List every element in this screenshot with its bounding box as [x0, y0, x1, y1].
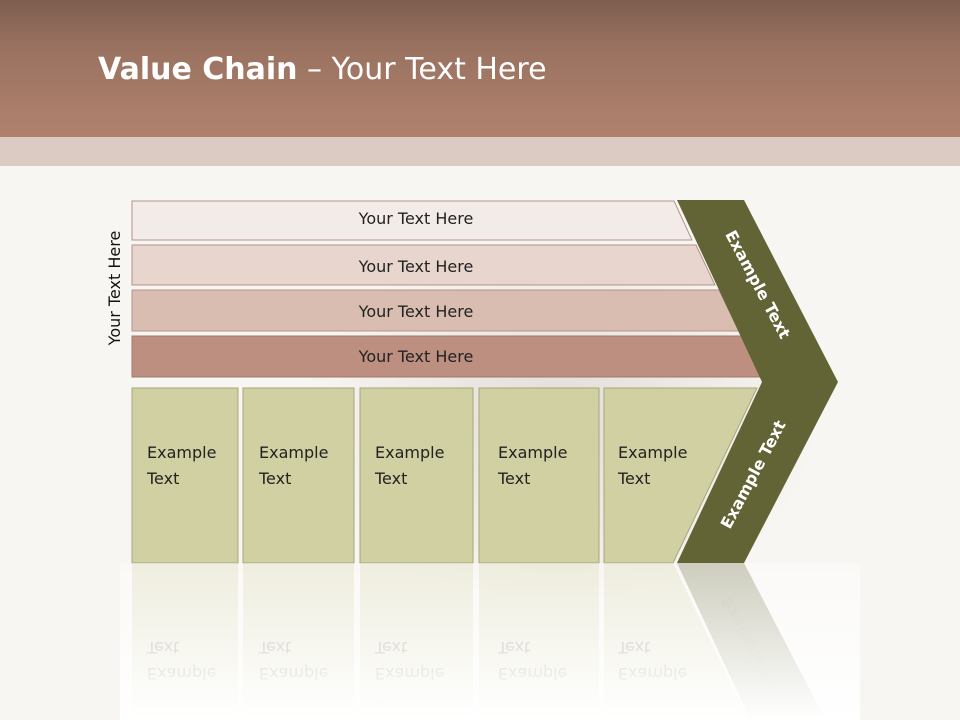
title-bold: Value Chain — [98, 52, 298, 87]
header-bar — [0, 0, 960, 137]
support-row-label: Your Text Here — [358, 257, 474, 276]
primary-box-line2: Text — [497, 469, 530, 488]
support-row-label: Your Text Here — [358, 302, 474, 321]
support-row: Your Text Here — [131, 289, 740, 332]
primary-activities: Example Text Example Text Example Text E… — [131, 387, 758, 564]
slide-title: Value Chain – Your Text Here — [98, 52, 547, 87]
support-row-label: Your Text Here — [358, 209, 474, 228]
title-rest: – Your Text Here — [297, 52, 547, 87]
primary-box-line2: Text — [374, 469, 407, 488]
primary-box-line1: Example — [259, 443, 328, 462]
primary-box-line2: Text — [258, 469, 291, 488]
support-activities: Your Text Here Your Text Here Your Text … — [131, 200, 763, 378]
primary-box-line1: Example — [618, 443, 687, 462]
support-row: Your Text Here — [131, 200, 693, 241]
primary-box: Example Text — [603, 387, 758, 564]
primary-box: Example Text — [478, 387, 600, 564]
primary-box-line1: Example — [147, 443, 216, 462]
primary-box-line2: Text — [617, 469, 650, 488]
primary-box-shape — [242, 387, 355, 564]
margin-chevron — [677, 200, 838, 563]
header-band — [0, 137, 960, 166]
reflection-fade — [120, 563, 860, 720]
support-row: Your Text Here — [131, 335, 763, 378]
primary-box-shape — [478, 387, 600, 564]
primary-box-line1: Example — [375, 443, 444, 462]
primary-box-line2: Text — [146, 469, 179, 488]
support-row: Your Text Here — [131, 244, 716, 286]
primary-box: Example Text — [359, 387, 474, 564]
support-row-shape — [131, 200, 693, 241]
primary-box-line1: Example — [498, 443, 567, 462]
primary-box: Example Text — [242, 387, 355, 564]
support-row-label: Your Text Here — [358, 347, 474, 366]
side-label: Your Text Here — [105, 231, 124, 347]
primary-box: Example Text — [131, 387, 239, 564]
primary-box-shape — [131, 387, 239, 564]
support-row-shape — [131, 244, 716, 286]
primary-box-shape — [359, 387, 474, 564]
